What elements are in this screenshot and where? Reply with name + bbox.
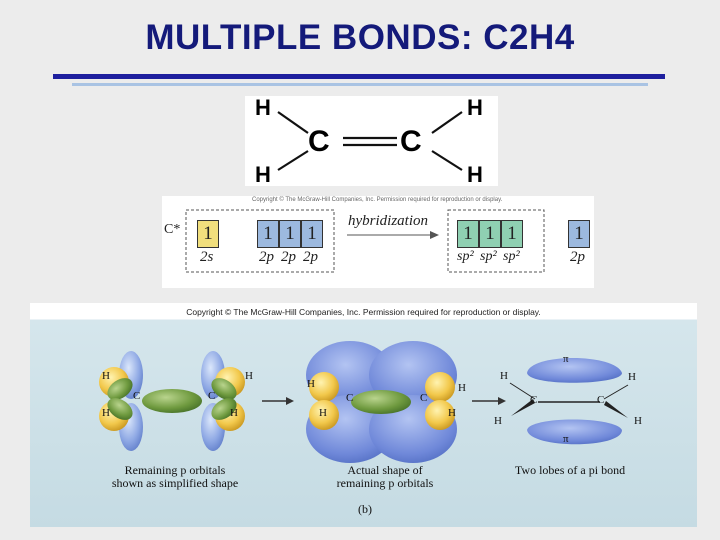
panel-c-h3: H — [494, 415, 502, 427]
caption-pi-bond: Two lobes of a pi bond — [514, 463, 626, 477]
atom-c-right: C — [400, 125, 422, 158]
orbital-box-2p-3: 1 — [301, 220, 323, 248]
panel-a-orbitals — [99, 351, 245, 451]
orbital-label-2p-3: 2p — [303, 249, 318, 265]
caption-remaining-p-orbitals: Remaining p orbitals shown as simplified… — [111, 463, 239, 490]
orbital-label-2p-2: 2p — [281, 249, 296, 265]
panel-c-pi-bond — [509, 358, 629, 445]
title-underline — [53, 74, 665, 79]
structural-formula-bonds — [277, 111, 463, 171]
panel-a-c1: C — [133, 390, 141, 402]
orbital-label-sp2-2: sp² — [480, 249, 497, 264]
slide-title: MULTIPLE BONDS: C2H4 — [145, 18, 575, 57]
panel-c-h1: H — [500, 370, 508, 382]
orbital-figure-drawing — [99, 341, 629, 463]
panel-c-h2: H — [628, 371, 636, 383]
orbital-box-2p-2: 1 — [279, 220, 301, 248]
orbital-label-remaining-2p: 2p — [570, 249, 585, 265]
orbital-label-sp2-3: sp² — [503, 249, 520, 264]
carbon-excited-label: C* — [164, 222, 181, 237]
panel-b-c1: C — [346, 392, 354, 404]
atom-h-top-right: H — [467, 95, 483, 120]
panel-b-h1: H — [307, 378, 315, 390]
hybridization-guides — [185, 209, 545, 273]
structural-formula-panel: H H C C H H — [245, 95, 498, 187]
panel-b-h3: H — [319, 407, 327, 419]
hybridization-copyright: Copyright © The McGraw-Hill Companies, I… — [252, 197, 503, 203]
atom-h-top-left: H — [255, 95, 271, 120]
atom-h-bottom-left: H — [255, 162, 271, 187]
atom-c-left: C — [308, 125, 330, 158]
atom-h-bottom-right: H — [467, 162, 483, 187]
orbital-box-remaining-2p: 1 — [568, 220, 590, 248]
orbital-box-2s: 1 — [197, 220, 219, 248]
panel-b-c2: C — [420, 392, 428, 404]
pi-label-top: π — [563, 353, 569, 365]
part-label-b: (b) — [358, 502, 372, 516]
orbital-box-sp2-2: 1 — [479, 220, 501, 248]
orbital-label-2p-1: 2p — [259, 249, 274, 265]
panel-b-orbitals — [306, 341, 457, 463]
hybridization-arrow-label: hybridization — [348, 213, 429, 229]
panel-a-c2: C — [208, 390, 216, 402]
panel-a-h2: H — [245, 370, 253, 382]
panel-c-h4: H — [634, 415, 642, 427]
panel-a-h3: H — [102, 407, 110, 419]
orbital-box-2p-1: 1 — [257, 220, 279, 248]
panel-b-h4: H — [448, 407, 456, 419]
panel-b-h2: H — [458, 382, 466, 394]
orbital-label-sp2-1: sp² — [457, 249, 474, 264]
orbital-label-2s: 2s — [200, 249, 214, 265]
hybridization-panel: Copyright © The McGraw-Hill Companies, I… — [162, 196, 594, 288]
caption-actual-shape: Actual shape of remaining p orbitals — [336, 463, 434, 490]
orbital-figure-panel: Copyright © The McGraw-Hill Companies, I… — [30, 303, 697, 527]
orbital-box-sp2-1: 1 — [457, 220, 479, 248]
panel-a-h4: H — [230, 407, 238, 419]
panel-a-h1: H — [102, 370, 110, 382]
pi-label-bottom: π — [563, 433, 569, 445]
title-subline — [72, 83, 648, 86]
panel-c-c1: C — [530, 394, 538, 406]
orbital-figure-copyright: Copyright © The McGraw-Hill Companies, I… — [186, 307, 541, 317]
panel-c-c2: C — [597, 394, 605, 406]
orbital-box-sp2-3: 1 — [501, 220, 523, 248]
